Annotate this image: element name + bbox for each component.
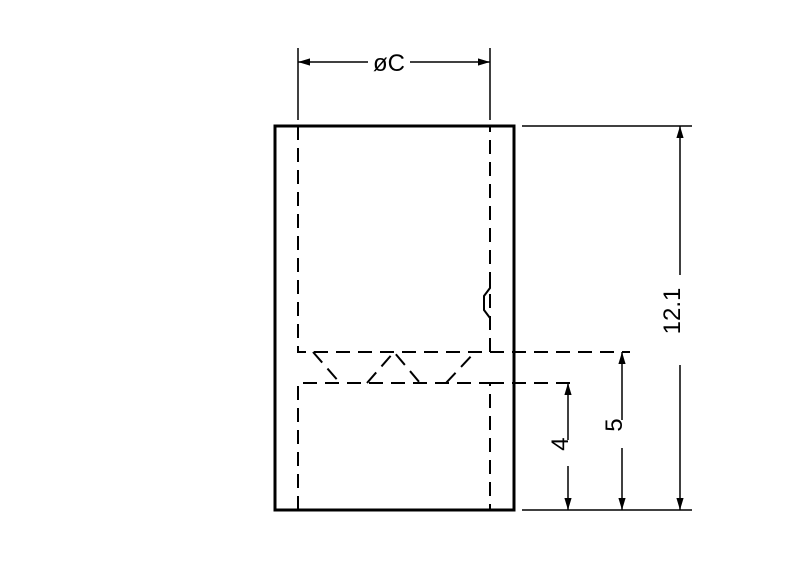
- overall-height-dimension: 12.1: [659, 126, 686, 510]
- part-outline: [273, 124, 516, 512]
- diameter-dimension: øC: [298, 50, 490, 77]
- extension-lines: [297, 48, 692, 511]
- hidden-lines: [297, 126, 630, 510]
- diameter-label: øC: [373, 50, 405, 77]
- lower-step-dimension: 4: [547, 383, 574, 510]
- lower-step-label: 4: [547, 437, 574, 450]
- upper-step-dimension: 5: [601, 352, 628, 510]
- break-mark: [483, 276, 491, 330]
- overall-height-label: 12.1: [659, 288, 686, 335]
- upper-step-label: 5: [601, 418, 628, 431]
